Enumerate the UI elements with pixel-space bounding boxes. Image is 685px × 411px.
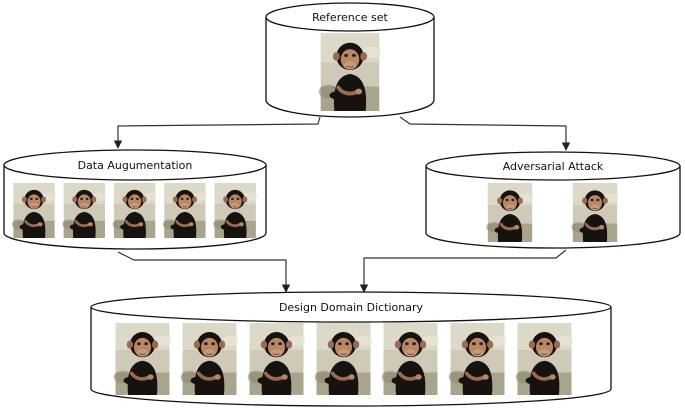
reference-image-1 <box>319 33 381 111</box>
dictionary-images <box>114 323 574 395</box>
dictionary-image-2 <box>181 323 239 395</box>
reference-cylinder-top <box>265 2 435 32</box>
edge-augmentation-to-dictionary <box>117 251 291 293</box>
dictionary-node: Design Domain Dictionary <box>90 291 612 407</box>
dictionary-image-1 <box>114 323 172 395</box>
dictionary-label: Design Domain Dictionary <box>279 301 424 314</box>
adversarial-label: Adversarial Attack <box>503 160 604 173</box>
dictionary-image-3 <box>248 323 306 395</box>
dictionary-image-7 <box>516 323 574 395</box>
reference-images <box>319 33 381 111</box>
augmentation-node: Data Augumentation <box>3 149 267 250</box>
augmentation-images <box>11 183 259 238</box>
edge-adversarial-to-dictionary <box>359 249 567 293</box>
augmentation-image-3 <box>111 183 158 238</box>
dictionary-image-6 <box>449 323 507 395</box>
edge-reference-to-adversarial <box>399 116 571 151</box>
reference-set-label: Reference set <box>312 11 388 24</box>
augmentation-image-4 <box>161 183 208 238</box>
adversarial-node: Adversarial Attack <box>425 151 681 249</box>
augmentation-cylinder-top <box>3 149 267 181</box>
adversarial-image-1 <box>486 183 533 242</box>
dictionary-cylinder-top <box>90 291 612 323</box>
dictionary-image-4 <box>315 323 373 395</box>
dictionary-image-5 <box>382 323 440 395</box>
augmentation-image-5 <box>212 183 259 238</box>
adversarial-cylinder-top <box>425 151 681 181</box>
reference-set-node: Reference set <box>265 2 435 118</box>
edge-reference-to-augmentation <box>113 116 321 149</box>
augmentation-image-2 <box>61 183 108 238</box>
augmentation-label: Data Augumentation <box>78 159 193 172</box>
augmentation-image-1 <box>11 183 57 238</box>
adversarial-image-2 <box>571 183 618 242</box>
edges <box>113 116 571 293</box>
